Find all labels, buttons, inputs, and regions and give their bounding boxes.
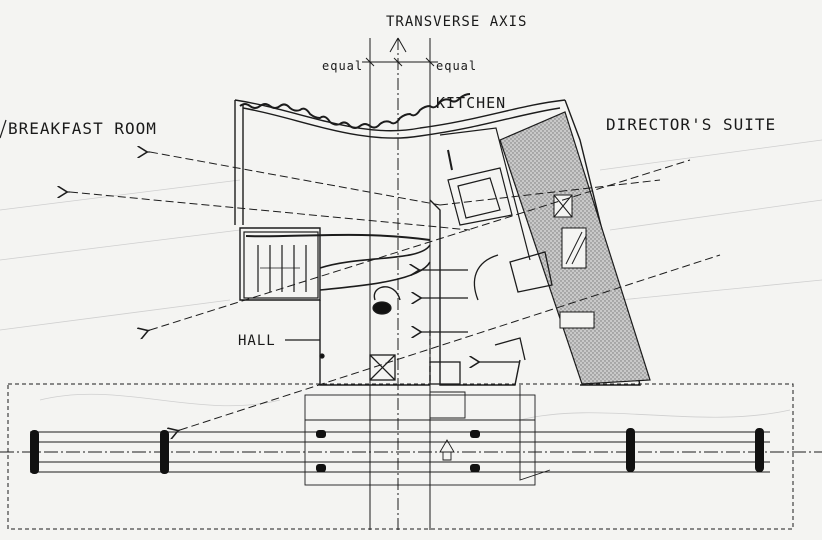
column [470,464,480,472]
entrance-platform [304,385,551,486]
lobby-partitions [319,251,553,385]
hall-label: HALL [238,333,276,349]
column [30,430,39,474]
transverse-axis-label: TRANSVERSE AXIS [386,14,527,30]
kitchen-label: KITCHEN [436,94,506,112]
directors-suite-label: DIRECTOR'S SUITE [606,115,776,134]
column [470,430,480,438]
column [316,430,326,438]
column [316,464,326,472]
stair-and-ramp [243,231,431,315]
equal-right-label: equal [436,59,477,73]
column [755,428,764,472]
column [160,430,169,474]
equal-left-label: equal [322,59,363,73]
longitudinal-axes [0,431,822,473]
curved-north-wall [239,93,471,129]
pilotis-columns [30,428,764,474]
background-sketch-lines [0,139,822,421]
breakfast-room-slash [0,119,7,139]
diagonal-axes [69,151,721,431]
column [626,428,635,472]
kitchen-fittings [439,127,531,261]
circulation-arrows [66,152,520,431]
building-envelope [234,99,641,386]
directors-suite-band [499,111,651,385]
breakfast-room-label: BREAKFAST ROOM [8,119,157,138]
podium-outline [7,383,794,530]
